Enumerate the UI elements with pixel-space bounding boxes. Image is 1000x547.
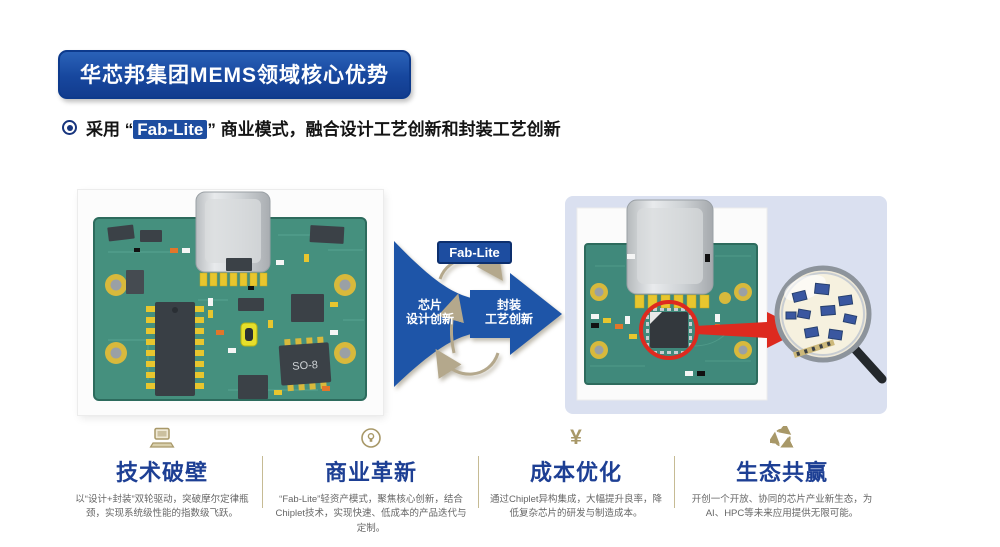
pcb-board-right-graphic [576,199,887,401]
chip-innovation-label-1: 芯片 [418,297,442,312]
feature-title: 成本优化 [529,460,622,485]
lightbulb-icon [361,428,381,448]
feature-column-tech: 技术破壁 以“设计+封装”双轮驱动，突破摩尔定律瓶颈，实现系统级性能的指数级飞跃… [58,424,266,522]
title-badge: 华芯邦集团MEMS领域核心优势 [58,50,411,99]
fab-lite-label: Fab-Lite [437,241,512,264]
bullet-icon [62,120,77,135]
feature-description: 以“设计+封装”双轮驱动，突破摩尔定律瓶颈，实现系统级性能的指数级飞跃。 [75,494,249,520]
pcb-photo-after [565,196,887,414]
page-title: 华芯邦集团MEMS领域核心优势 [80,64,389,87]
feature-description: 开创一个开放、协同的芯片产业新生态，为AI、HPC等未来应用提供无限可能。 [691,494,873,520]
feature-column-ecosystem: 生态共赢 开创一个开放、协同的芯片产业新生态，为AI、HPC等未来应用提供无限可… [676,424,888,522]
pcb-photo-before: SO-8 [78,190,383,415]
funnel-shape [394,241,476,387]
feature-title: 生态共赢 [735,460,828,485]
feature-description: 通过Chiplet异构集成，大幅提升良率，降低复杂芯片的研发与制造成本。 [489,494,663,520]
column-divider [478,456,479,508]
recycle-icon [770,426,794,448]
fab-lite-highlight: Fab-Lite [133,120,208,139]
column-divider [674,456,675,508]
feature-title: 商业革新 [324,460,417,485]
chip-innovation-label-2: 设计创新 [406,311,454,326]
package-innovation-label-1: 封装 [497,297,521,312]
bullet-line: 采用 “Fab-Lite” 商业模式，融合设计工艺创新和封装工艺创新 [62,115,561,140]
feature-column-cost: ¥ 成本优化 通过Chiplet异构集成，大幅提升良率，降低复杂芯片的研发与制造… [480,424,672,522]
cycle-arrow-riser [437,293,464,354]
fab-lite-flow-diagram: 芯片 设计创新 封装 工艺创新 [394,241,562,387]
laptop-icon [149,427,175,448]
yuan-icon: ¥ [570,426,582,449]
magnifier-icon [774,265,887,384]
pcb-board-left-graphic: SO-8 [93,191,367,401]
feature-description: “Fab-Lite”轻资产模式，聚焦核心创新，结合Chiplet技术，实现快速、… [275,494,467,534]
cycle-arrow-bottom [435,348,500,379]
column-divider [262,456,263,508]
feature-title: 技术破壁 [115,460,208,485]
right-arrow-shape [470,273,562,355]
feature-column-business: 商业革新 “Fab-Lite”轻资产模式，聚焦核心创新，结合Chiplet技术，… [266,424,476,536]
chip-label: SO-8 [292,359,318,373]
bullet-text: 采用 “Fab-Lite” 商业模式，融合设计工艺创新和封装工艺创新 [86,120,561,139]
package-innovation-label-2: 工艺创新 [485,311,533,326]
